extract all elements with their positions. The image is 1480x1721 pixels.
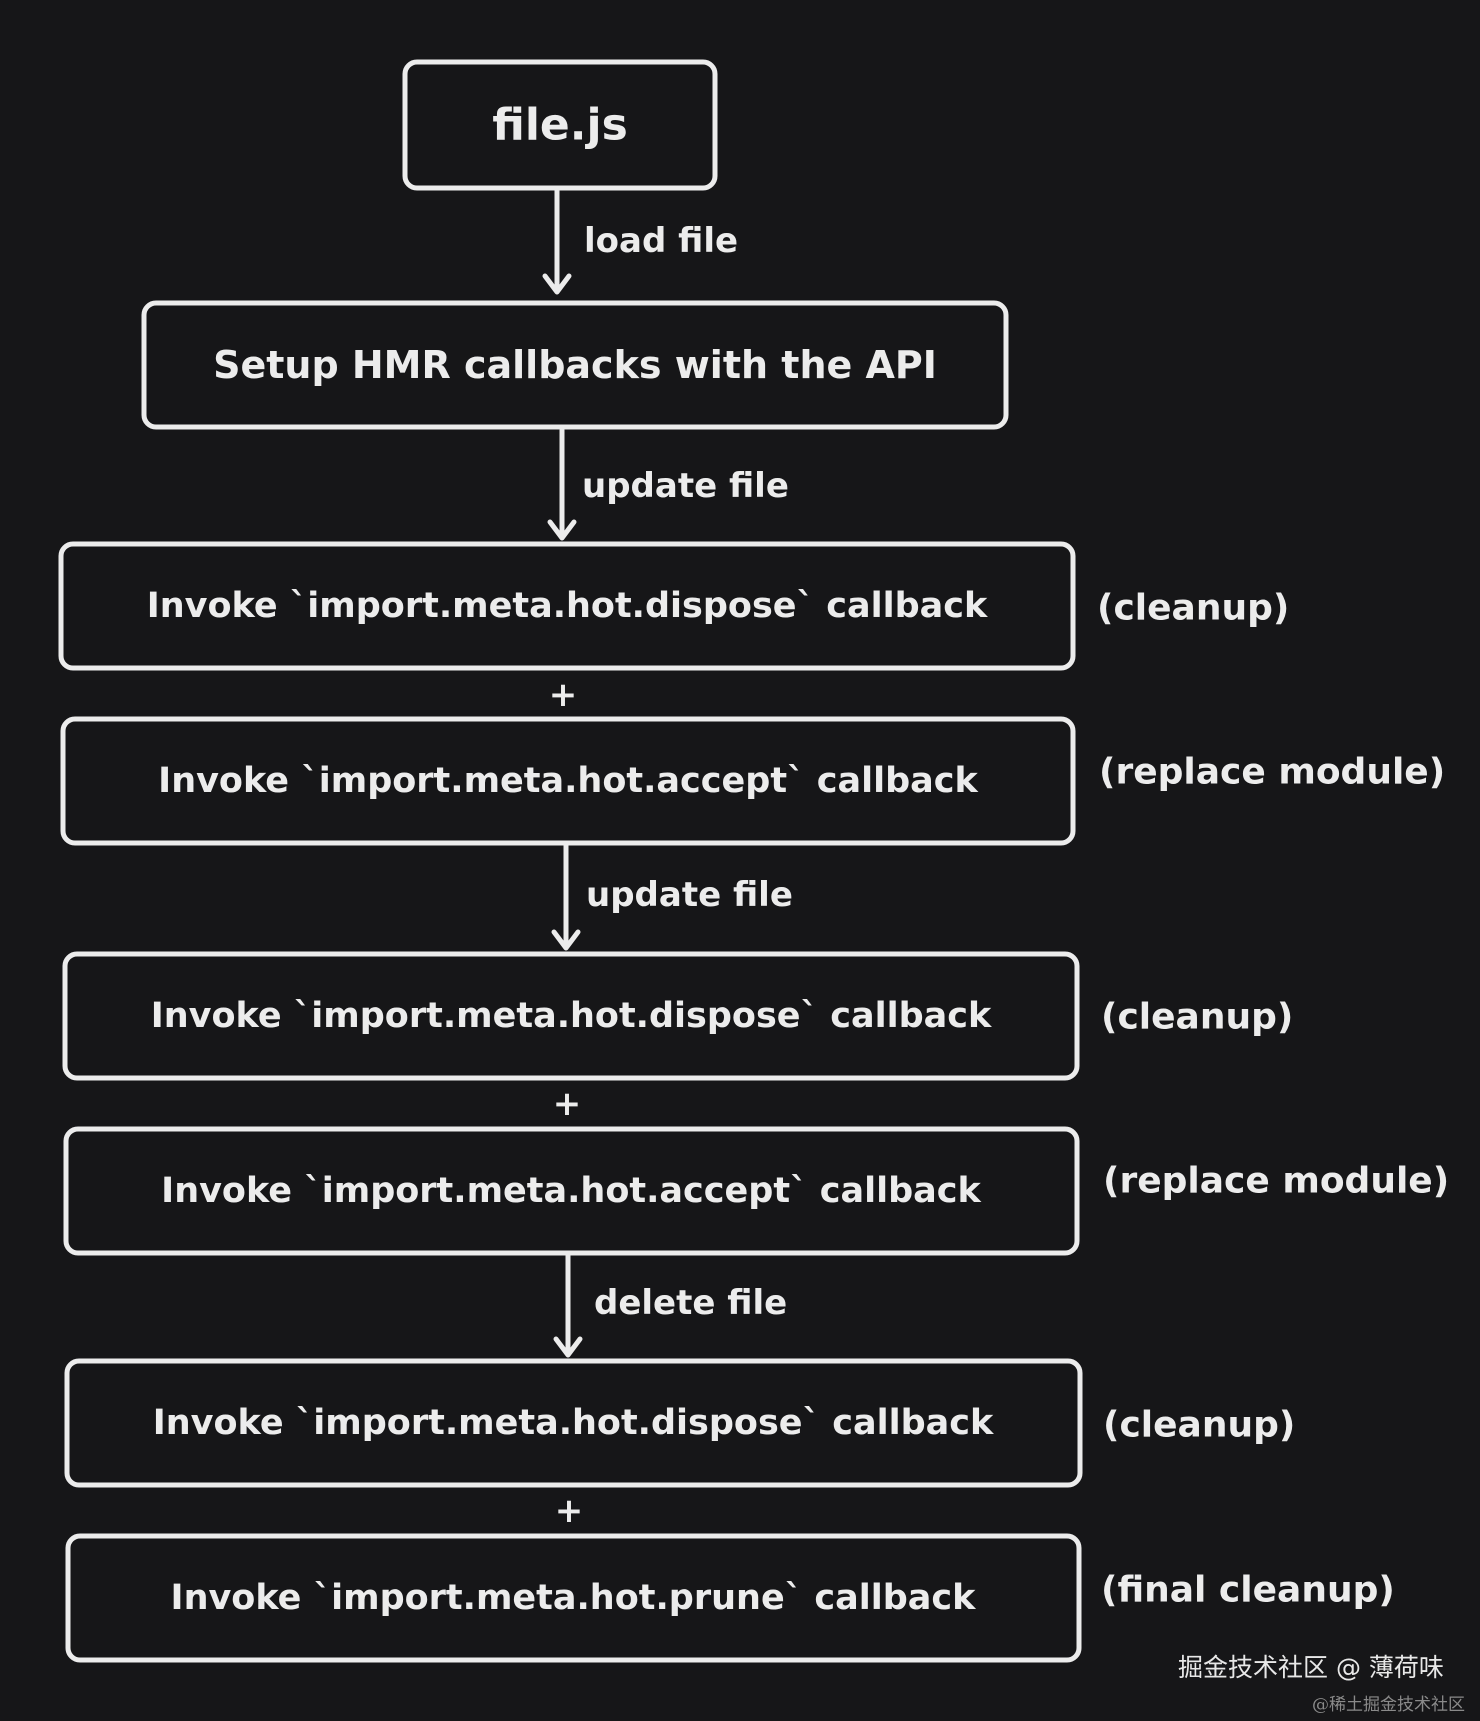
node-dispose-1-label: Invoke `import.meta.hot.dispose` callbac… [147, 586, 988, 626]
joiner-plus-3: + [555, 1491, 584, 1531]
node-file-js-label: file.js [492, 100, 628, 151]
node-prune-label: Invoke `import.meta.hot.prune` callback [171, 1578, 977, 1618]
node-accept-1-label: Invoke `import.meta.hot.accept` callback [158, 761, 978, 801]
edge-update-file-1 [547, 427, 577, 541]
joiner-plus-1: + [549, 675, 578, 715]
node-setup-hmr-label: Setup HMR callbacks with the API [213, 343, 937, 387]
node-setup-hmr: Setup HMR callbacks with the API [141, 300, 1009, 430]
note-dispose-1: (cleanup) [1097, 588, 1289, 629]
edge-delete-file-label: delete file [594, 1283, 787, 1323]
node-dispose-3: Invoke `import.meta.hot.dispose` callbac… [64, 1358, 1083, 1488]
edge-load-file-label: load file [584, 221, 738, 261]
note-dispose-2: (cleanup) [1101, 997, 1293, 1038]
watermark-secondary: @稀土掘金技术社区 [1312, 1695, 1465, 1715]
edge-update-file-2-label: update file [586, 875, 793, 915]
node-dispose-2-label: Invoke `import.meta.hot.dispose` callbac… [151, 996, 992, 1036]
edge-update-file-2 [551, 842, 581, 951]
edge-load-file [542, 187, 572, 295]
node-accept-2-label: Invoke `import.meta.hot.accept` callback [161, 1171, 981, 1211]
edge-delete-file [553, 1252, 583, 1358]
note-accept-2: (replace module) [1103, 1161, 1449, 1202]
note-dispose-3: (cleanup) [1103, 1405, 1295, 1446]
watermark-primary: 掘金技术社区 @ 薄荷味 [1178, 1653, 1444, 1682]
edge-update-file-1-label: update file [582, 466, 789, 506]
note-accept-1: (replace module) [1099, 752, 1445, 793]
node-accept-2: Invoke `import.meta.hot.accept` callback [63, 1126, 1080, 1256]
node-dispose-2: Invoke `import.meta.hot.dispose` callbac… [62, 951, 1080, 1081]
node-file-js: file.js [402, 59, 718, 191]
node-prune: Invoke `import.meta.hot.prune` callback [65, 1533, 1082, 1663]
node-accept-1: Invoke `import.meta.hot.accept` callback [60, 716, 1076, 846]
node-dispose-1: Invoke `import.meta.hot.dispose` callbac… [58, 541, 1076, 671]
node-dispose-3-label: Invoke `import.meta.hot.dispose` callbac… [153, 1403, 994, 1443]
note-prune: (final cleanup) [1101, 1570, 1395, 1611]
joiner-plus-2: + [553, 1084, 582, 1124]
